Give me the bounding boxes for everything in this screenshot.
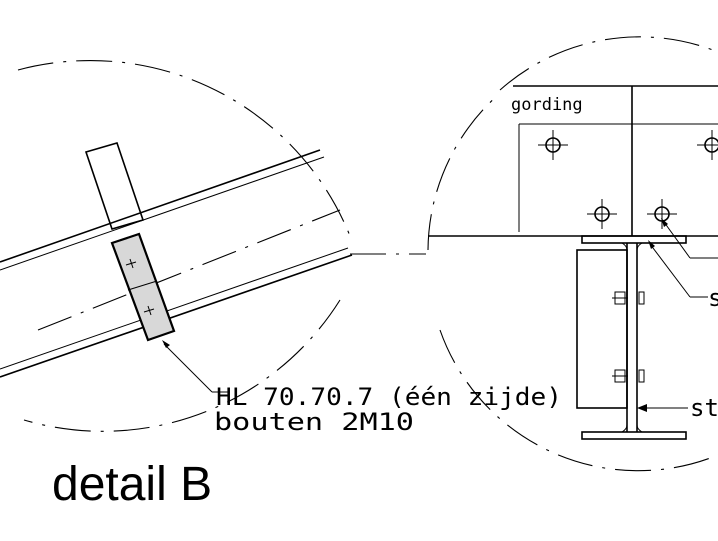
angle-plate [110, 232, 176, 342]
label-s: s [708, 284, 718, 312]
plate-leader [162, 340, 230, 393]
bolt-icon [612, 369, 645, 383]
inclined-beam [0, 149, 353, 378]
left-detail-circle [17, 60, 351, 432]
bolt-note: bouten 2M10 [214, 408, 414, 436]
leader-s [648, 240, 708, 298]
detail-title: detail B [52, 458, 212, 511]
bolt-hole-icon [647, 199, 677, 229]
bolt-icon [612, 291, 645, 305]
plate-note: HL 70.70.7 (één zijde) [216, 383, 562, 411]
purlin-stub [84, 142, 145, 230]
leader-upper [661, 218, 718, 259]
bolt-icon [143, 305, 155, 316]
bolt-hole-icon [538, 130, 568, 160]
leader-st [637, 404, 688, 412]
gording-label: gording [511, 95, 583, 115]
label-st: st [690, 394, 718, 422]
column-cleat [576, 249, 628, 409]
right-detail-circle [427, 36, 718, 472]
bolt-hole-icon [587, 199, 617, 229]
bolt-hole-icon [697, 130, 718, 160]
bolt-icon [125, 258, 137, 269]
